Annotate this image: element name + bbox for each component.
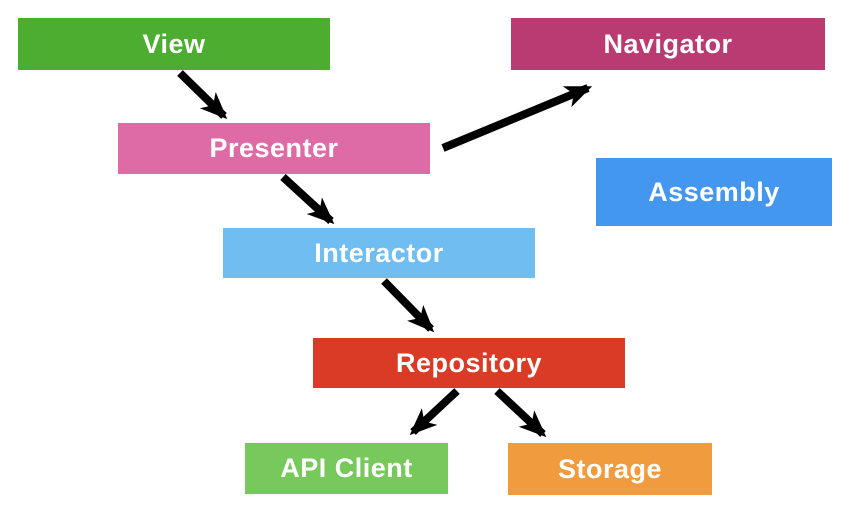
node-storage: Storage: [508, 443, 712, 495]
node-assembly: Assembly: [596, 158, 832, 226]
node-presenter: Presenter: [118, 123, 430, 174]
arrow-interactor-to-repository: [381, 278, 435, 333]
node-interactor: Interactor: [223, 228, 535, 278]
arrow-presenter-to-interactor: [280, 174, 335, 225]
node-repository: Repository: [313, 338, 625, 388]
arrow-repository-to-storage: [494, 388, 547, 438]
node-view: View: [18, 18, 330, 70]
arrow-view-to-presenter: [177, 70, 228, 120]
arrow-presenter-to-navigator: [441, 84, 593, 152]
node-api-client: API Client: [245, 443, 448, 494]
arrow-repository-to-api-client: [409, 388, 460, 436]
node-navigator: Navigator: [511, 18, 825, 70]
